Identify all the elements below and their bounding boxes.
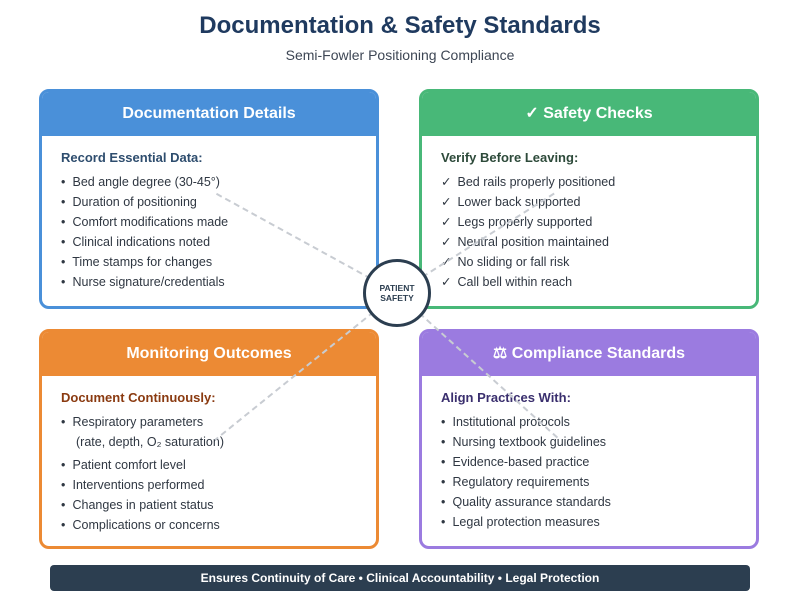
- patient-safety-hub: PATIENT SAFETY: [363, 259, 431, 327]
- bullet-icon: •: [61, 478, 66, 492]
- footer-banner: Ensures Continuity of Care • Clinical Ac…: [50, 565, 750, 591]
- compliance-list: • Institutional protocols • Nursing text…: [441, 412, 756, 532]
- monitoring-outcomes-card: Monitoring Outcomes Document Continuousl…: [39, 329, 379, 549]
- compliance-card-title: ⚖ Compliance Standards: [422, 332, 756, 376]
- list-item: • Complications or concerns: [61, 515, 376, 535]
- list-item: • Institutional protocols: [441, 412, 756, 432]
- documentation-card-subtitle: Record Essential Data:: [61, 150, 203, 165]
- list-item: • Regulatory requirements: [441, 472, 756, 492]
- documentation-details-card: Documentation Details Record Essential D…: [39, 89, 379, 309]
- checklist-item: ✓ Bed rails properly positioned: [441, 172, 756, 192]
- bullet-icon: •: [441, 435, 446, 449]
- bullet-icon: •: [61, 498, 66, 512]
- compliance-standards-card: ⚖ Compliance Standards Align Practices W…: [419, 329, 759, 549]
- list-item-label: Bed rails properly positioned: [457, 175, 616, 189]
- bullet-icon: •: [61, 175, 66, 189]
- list-item-label: Regulatory requirements: [452, 475, 590, 489]
- check-icon: ✓: [441, 175, 452, 189]
- list-item: • Time stamps for changes: [61, 252, 376, 272]
- check-icon: ✓: [441, 235, 452, 249]
- safety-card-title: ✓ Safety Checks: [422, 92, 756, 136]
- monitoring-card-subtitle: Document Continuously:: [61, 390, 216, 405]
- bullet-icon: •: [61, 415, 66, 429]
- list-item: • Quality assurance standards: [441, 492, 756, 512]
- list-item-label: No sliding or fall risk: [457, 255, 570, 269]
- compliance-card-subtitle: Align Practices With:: [441, 390, 571, 405]
- list-item-label: Legal protection measures: [452, 515, 600, 529]
- list-item: • Legal protection measures: [441, 512, 756, 532]
- bullet-icon: •: [61, 235, 66, 249]
- bullet-icon: •: [61, 255, 66, 269]
- bullet-icon: •: [441, 475, 446, 489]
- bullet-icon: •: [441, 415, 446, 429]
- bullet-icon: •: [441, 495, 446, 509]
- safety-checks-card: ✓ Safety Checks Verify Before Leaving: ✓…: [419, 89, 759, 309]
- list-item: • Patient comfort level: [61, 455, 376, 475]
- checklist-item: ✓ No sliding or fall risk: [441, 252, 756, 272]
- safety-checklist: ✓ Bed rails properly positioned ✓ Lower …: [441, 172, 756, 292]
- list-item-label: Duration of positioning: [72, 195, 197, 209]
- list-item-label: Interventions performed: [72, 478, 205, 492]
- check-icon: ✓: [441, 215, 452, 229]
- list-item: • Nursing textbook guidelines: [441, 432, 756, 452]
- monitoring-list: • Respiratory parameters (rate, depth, O…: [61, 412, 376, 535]
- list-item: • Interventions performed: [61, 475, 376, 495]
- list-item: • Comfort modifications made: [61, 212, 376, 232]
- list-item-label: Nursing textbook guidelines: [452, 435, 607, 449]
- list-item-label: Call bell within reach: [457, 275, 573, 289]
- list-item: • Duration of positioning: [61, 192, 376, 212]
- list-item-label: Clinical indications noted: [72, 235, 211, 249]
- checklist-item: ✓ Legs properly supported: [441, 212, 756, 232]
- page-title: Documentation & Safety Standards: [199, 12, 601, 39]
- documentation-card-title: Documentation Details: [42, 92, 376, 136]
- list-item: • Respiratory parameters: [61, 412, 376, 432]
- list-item-label: Neutral position maintained: [457, 235, 609, 249]
- bullet-icon: •: [441, 455, 446, 469]
- list-item: • Nurse signature/credentials: [61, 272, 376, 292]
- bullet-icon: •: [61, 518, 66, 532]
- bullet-icon: •: [61, 275, 66, 289]
- list-item-label: Institutional protocols: [452, 415, 570, 429]
- monitoring-card-title: Monitoring Outcomes: [42, 332, 376, 376]
- bullet-icon: •: [61, 458, 66, 472]
- list-item-label: Lower back supported: [457, 195, 581, 209]
- list-item: • Bed angle degree (30-45°): [61, 172, 376, 192]
- list-item-label: Bed angle degree (30-45°): [72, 175, 220, 189]
- list-item: • Evidence-based practice: [441, 452, 756, 472]
- list-item-label: Evidence-based practice: [452, 455, 590, 469]
- bullet-icon: •: [61, 215, 66, 229]
- hub-label-line1: PATIENT: [379, 283, 415, 293]
- list-item-label: Respiratory parameters: [72, 415, 204, 429]
- check-icon: ✓: [441, 195, 452, 209]
- list-item-label: Legs properly supported: [457, 215, 593, 229]
- bullet-icon: •: [61, 195, 66, 209]
- check-icon: ✓: [441, 255, 452, 269]
- list-item-label: Changes in patient status: [72, 498, 214, 512]
- documentation-list: • Bed angle degree (30-45°) • Duration o…: [61, 172, 376, 292]
- safety-card-subtitle: Verify Before Leaving:: [441, 150, 579, 165]
- page-subtitle: Semi-Fowler Positioning Compliance: [285, 47, 515, 63]
- checklist-item: ✓ Neutral position maintained: [441, 232, 756, 252]
- list-item-label: Patient comfort level: [72, 458, 186, 472]
- hub-label-line2: SAFETY: [380, 293, 414, 303]
- list-item-label: Time stamps for changes: [72, 255, 213, 269]
- list-item-label: Complications or concerns: [72, 518, 220, 532]
- bullet-icon: •: [441, 515, 446, 529]
- check-icon: ✓: [441, 275, 452, 289]
- list-item: • Changes in patient status: [61, 495, 376, 515]
- list-item-label: Comfort modifications made: [72, 215, 229, 229]
- checklist-item: ✓ Lower back supported: [441, 192, 756, 212]
- checklist-item: ✓ Call bell within reach: [441, 272, 756, 292]
- list-item-label: Quality assurance standards: [452, 495, 611, 509]
- list-item-label: Nurse signature/credentials: [72, 275, 225, 289]
- list-item: • Clinical indications noted: [61, 232, 376, 252]
- list-item-note: (rate, depth, O₂ saturation): [76, 435, 224, 449]
